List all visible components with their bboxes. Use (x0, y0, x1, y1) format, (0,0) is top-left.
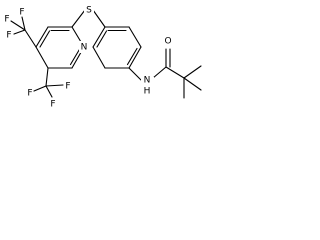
amide-group (128, 48, 185, 81)
structure-drawing: N S N H O F F F F F F (4, 4, 202, 110)
fluorine-label-top-2: F (4, 15, 9, 25)
pyridine-nitrogen-label: N (81, 43, 88, 53)
fluorine-label-bottom-1: F (27, 89, 32, 99)
bond-c4-c3 (35, 26, 49, 48)
bond-tbu-me1 (183, 65, 202, 79)
tert-butyl-group (183, 65, 202, 99)
carbonyl-oxygen-label: O (164, 37, 171, 47)
bond-cf3-f5 (45, 85, 53, 98)
double-bond-c4-c3 (39, 30, 51, 48)
bond-c5-c4 (35, 46, 49, 69)
fluorine-label-top-3: F (6, 31, 11, 41)
bond-cf3-f3 (10, 20, 26, 31)
bond-b5-b6 (92, 46, 106, 69)
bond-c2-s (71, 9, 86, 28)
cf3-group-bottom (33, 67, 64, 98)
bond-c6-cf3 (45, 67, 49, 87)
double-bond-b6-b1 (96, 30, 108, 48)
atom-labels: N S N H O F F F F F F (4, 4, 173, 110)
bond-s-phenyl (92, 9, 106, 28)
pyridine-ring (35, 26, 85, 69)
fluorine-label-top-1: F (19, 8, 24, 18)
amide-hydrogen-label: H (144, 87, 151, 97)
bond-b6-b1 (92, 26, 106, 48)
fluorine-label-bottom-3: F (65, 82, 70, 92)
bond-cf3-f4 (33, 85, 47, 92)
benzene-ring (92, 26, 142, 69)
bond-phenyl-nh (128, 67, 142, 81)
sulfur-label: S (86, 6, 92, 16)
bond-cf3-f2 (21, 16, 26, 31)
bond-carbonyl-tbu (165, 66, 185, 79)
bond-b3-b4 (128, 46, 142, 69)
cf3-group-top (10, 16, 37, 48)
chemical-structure: N S N H O F F F F F F (0, 0, 210, 112)
label-bg-o (163, 35, 173, 47)
bond-cf3-f6 (45, 84, 64, 87)
bond-cf3-f1 (13, 29, 26, 35)
double-bond-n1-c6 (69, 47, 81, 66)
fluorine-label-bottom-2: F (50, 100, 55, 110)
label-bg-nh (141, 77, 154, 97)
bond-tbu-me2 (183, 77, 202, 91)
bond-b2-b3 (128, 26, 142, 48)
label-bg-n (79, 41, 89, 53)
label-bg-s (84, 4, 94, 16)
double-bond-b3-b4 (126, 47, 138, 66)
bond-nh-carbonyl (152, 66, 167, 79)
bond-c4-cf3 (24, 29, 37, 48)
amide-nitrogen-label: N (144, 76, 151, 86)
